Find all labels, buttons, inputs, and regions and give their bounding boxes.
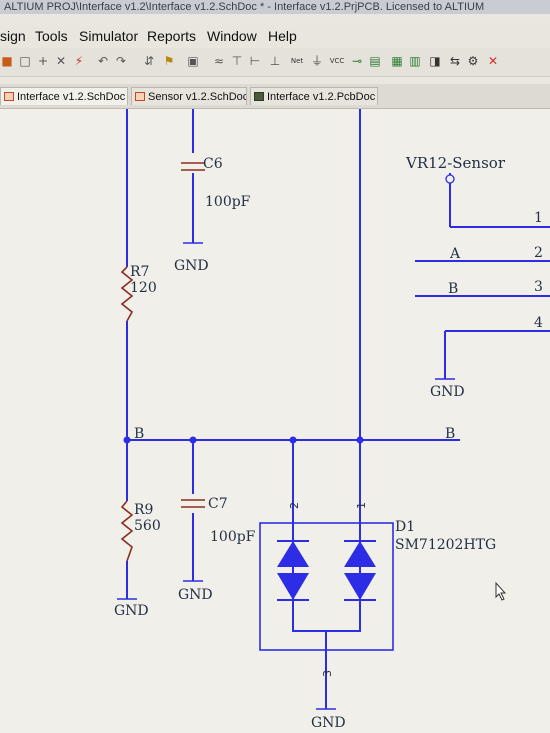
deselect-icon[interactable]: ✕ [55,54,67,68]
diode-down-icon [277,573,309,600]
diode-down-icon [344,573,376,600]
d1-pin-1-label: 1 [355,502,368,509]
d1-pin-3-label: 3 [321,670,334,677]
r9-value: 560 [134,518,161,534]
place-port-icon[interactable]: ◨ [429,54,441,68]
schematic-drawing: 2 1 3 C6 100pF GND R7 120 B B R9 560 C7 … [114,109,550,731]
menu-design[interactable]: sign [0,28,26,44]
pcb-doc-icon [254,92,264,101]
menu-tools[interactable]: Tools [35,28,68,44]
net-b-connector-label: B [448,281,458,297]
document-tab-bar: Interface v1.2.SchDoc * Sensor v1.2.SchD… [0,84,550,109]
gnd-label-connector: GND [430,384,465,400]
menu-bar: sign Tools Simulator Reports Window Help [0,26,550,48]
d1-ref: D1 [395,519,415,535]
sheet-entry-icon[interactable]: ▦ [391,54,403,68]
c6-value: 100pF [205,194,251,210]
schematic-canvas[interactable]: 2 1 3 C6 100pF GND R7 120 B B R9 560 C7 … [0,109,550,733]
redo-icon[interactable]: ↷ [115,54,127,68]
bus-entry-icon[interactable]: ⊢ [249,54,261,68]
directive-icon[interactable]: ⚙ [467,54,479,68]
d1-pin-2-label: 2 [288,502,301,509]
gnd-label-c7: GND [178,587,213,603]
device-sheet-icon[interactable]: ▥ [409,54,421,68]
tab-label: Interface v1.2.PcbDoc [267,91,376,103]
connector-pin-1-num: 1 [534,210,543,226]
r9-ref: R9 [134,502,153,518]
place-part-green-icon[interactable]: ⊸ [351,54,363,68]
tab-label: Sensor v1.2.SchDoc [148,91,247,103]
menu-window[interactable]: Window [207,28,257,44]
menu-simulator[interactable]: Simulator [79,28,139,44]
undo-icon[interactable]: ↶ [97,54,109,68]
tab-interface-pcbdoc[interactable]: Interface v1.2.PcbDoc [250,87,378,105]
diode-up-icon [277,541,309,567]
cross-probe-icon[interactable]: ⚑ [163,54,175,68]
labels: C6 100pF GND R7 120 B B R9 560 C7 100pF … [114,154,543,731]
window-title: ALTIUM PROJ\Interface v1.2\Interface v1.… [4,1,485,13]
schematic-doc-icon [4,92,14,101]
no-connect-icon[interactable]: ✕ [487,54,499,68]
gnd-label-c6: GND [174,258,209,274]
place-wire-icon[interactable]: ≈ [213,54,225,68]
d1-part-number: SM71202HTG [395,537,496,553]
connector-pin-3-num: 3 [534,279,543,295]
junction [289,436,297,444]
place-sheet-symbol-icon[interactable]: ▤ [369,54,381,68]
clear-filter-icon[interactable]: ⚡ [74,54,84,68]
connector-port-icon[interactable] [445,174,455,184]
c6-ref: C6 [203,156,223,172]
net-b-label-left: B [134,426,144,442]
gnd-label-r9: GND [114,603,149,619]
r7-resistor[interactable] [120,266,134,322]
r7-ref: R7 [130,264,149,280]
menu-reports[interactable]: Reports [147,28,197,44]
window-title-bar: ALTIUM PROJ\Interface v1.2\Interface v1.… [0,0,550,14]
vcc-port-icon[interactable]: VCC [329,57,345,65]
junction [123,436,131,444]
components [120,162,205,562]
r9-resistor[interactable] [120,500,134,562]
c7-value: 100pF [210,529,256,545]
schematic-doc-icon [135,92,145,101]
diode-up-icon [344,541,376,567]
net-b-label-right: B [445,426,455,442]
c7-ref: C7 [208,496,228,512]
junctions [123,436,364,444]
wires [126,109,550,709]
net-a-label: A [449,246,461,262]
menu-help[interactable]: Help [268,28,297,44]
schematic-toolbar: ■ □ + ✕ ⚡ ↶ ↷ ⇵ ⚑ ▣ ≈ ⊤ ⊢ ⊥ Net ⏚ VCC ⊸ … [0,48,550,77]
tab-label: Interface v1.2.SchDoc * [17,91,128,103]
select-area-icon[interactable]: □ [19,54,31,68]
tab-sensor-schdoc[interactable]: Sensor v1.2.SchDoc [131,87,247,105]
move-icon[interactable]: + [37,54,49,68]
gnd-label-d1: GND [311,715,346,731]
no-erc-icon[interactable]: ⇆ [449,54,461,68]
place-part-icon[interactable]: ■ [1,54,13,68]
junction [356,436,364,444]
place-bus-icon[interactable]: ⊤ [231,54,243,68]
d1-inner-wire [292,619,361,632]
browse-library-icon[interactable]: ▣ [187,54,199,68]
r7-value: 120 [130,280,157,296]
mouse-cursor-icon [495,581,507,601]
connector-pin-2-num: 2 [534,245,543,261]
net-label-icon[interactable]: Net [290,57,304,65]
ground-symbols [117,242,455,710]
d1-tvs-diode[interactable]: 2 1 3 [259,502,394,677]
gnd-port-icon[interactable]: ⏚ [310,54,323,68]
place-net-label-icon[interactable]: ⊥ [269,54,281,68]
connector-name: VR12-Sensor [405,154,506,172]
hierarchy-icon[interactable]: ⇵ [143,54,155,68]
tab-interface-schdoc[interactable]: Interface v1.2.SchDoc * [0,87,128,105]
junction [189,436,197,444]
connector-pin-4-num: 4 [534,315,543,331]
